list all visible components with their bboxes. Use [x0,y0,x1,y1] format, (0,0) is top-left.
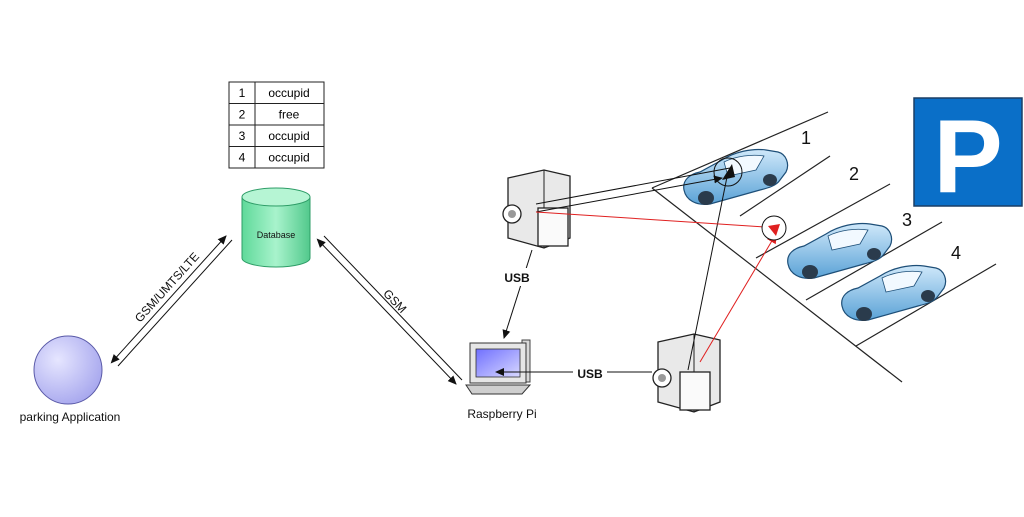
spot-number-3: 3 [902,210,912,230]
spot-number-2: 2 [849,164,859,184]
table-row: 4 occupid [239,151,310,165]
raspberry-pi-label: Raspberry Pi [467,407,536,421]
spot-number-4: 4 [951,243,961,263]
link-camera1-raspberry: USB [502,249,533,339]
link-camera2-label: USB [577,367,603,381]
table-cell-id: 4 [239,151,246,165]
table-cell-id: 2 [239,108,246,122]
link-database-raspberry: GSM [316,235,463,385]
parking-app-label: parking Application [20,410,121,424]
car-icon [787,222,893,279]
raspberry-pi-node: Raspberry Pi [465,339,537,421]
table-cell-status: occupid [268,151,309,165]
database-label: Database [257,230,296,240]
status-table: 1 occupid 2 free 3 occupid 4 occupid [228,81,325,169]
table-cell-id: 3 [239,129,246,143]
parking-sign: P [913,97,1023,215]
table-row: 3 occupid [239,129,310,143]
table-cell-status: occupid [268,86,309,100]
database-node: Database [241,187,311,268]
parking-sign-letter: P [933,99,1002,215]
table-cell-status: free [279,108,300,122]
table-row: 2 free [239,108,300,122]
car-icon [841,264,947,321]
camera-sight-lines [535,167,782,371]
detection-marker-spot-2 [761,215,787,241]
link-database-raspberry-label: GSM [380,287,409,316]
car-icon [683,148,789,205]
table-cell-id: 1 [239,86,246,100]
camera-icon [502,169,571,249]
parking-app-node: parking Application [20,335,121,424]
spot-number-1: 1 [801,128,811,148]
table-row: 1 occupid [239,86,310,100]
detection-marker-spot-1 [713,157,743,187]
link-app-database-label: GSM/UMTS/LTE [132,250,202,326]
computer-icon [465,339,532,395]
link-app-database: GSM/UMTS/LTE [110,235,233,367]
table-cell-status: occupid [268,129,309,143]
link-camera2-raspberry: USB [495,364,652,381]
link-camera1-label: USB [504,271,530,285]
